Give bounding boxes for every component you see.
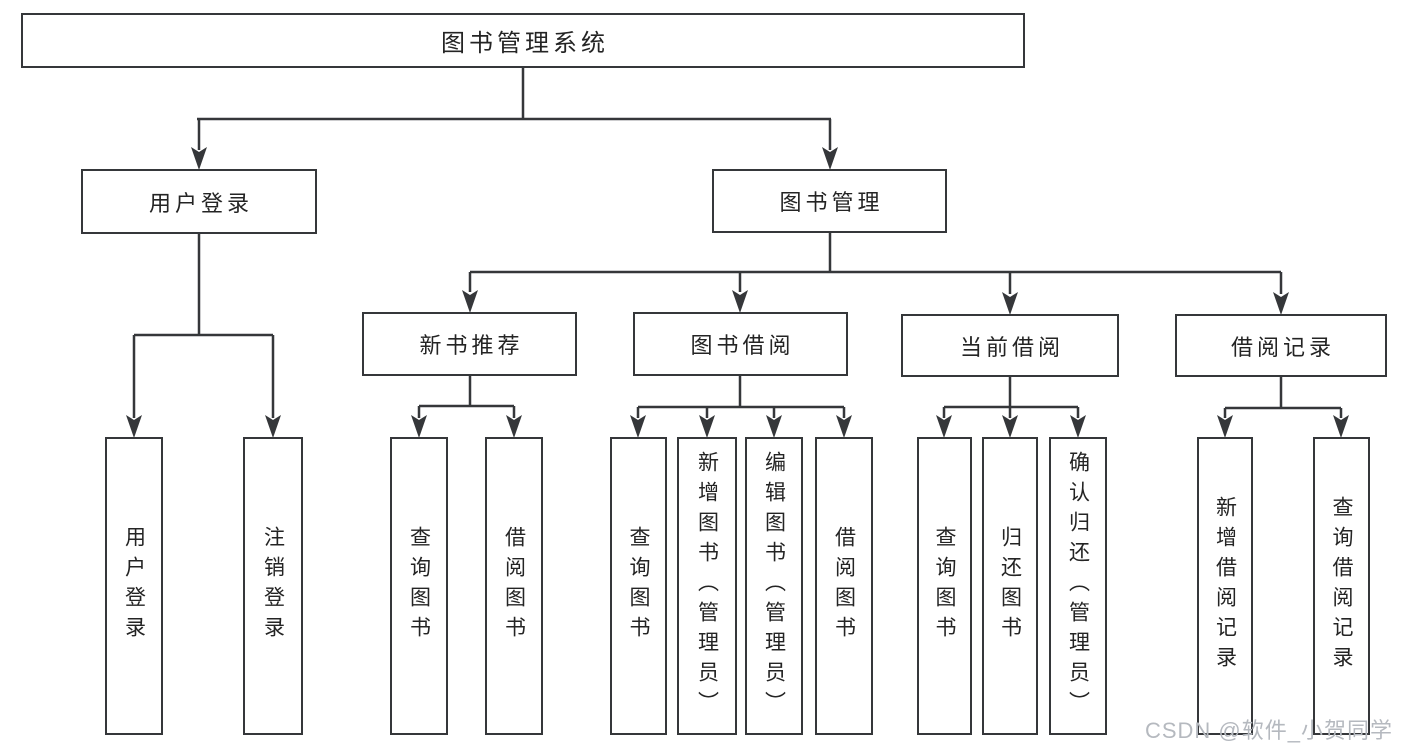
arrow-down-icon (822, 147, 838, 170)
arrow-down-icon (1273, 292, 1289, 315)
node-book-management: 图书管理 (712, 169, 947, 233)
arrow-down-icon (462, 290, 478, 313)
leaf-label: 确认归还（管理员） (1066, 451, 1090, 721)
arrow-down-icon (732, 290, 748, 313)
leaf-label: 借阅图书 (502, 526, 526, 646)
csdn-watermark: CSDN @软件_小贺同学 (1144, 718, 1393, 743)
leaf-label: 注销登录 (261, 526, 285, 646)
arrow-down-icon (191, 147, 207, 170)
arrow-down-icon (936, 415, 952, 438)
node-new-book-recommend: 新书推荐 (362, 312, 577, 376)
leaf-query-book: 查询图书 (390, 437, 448, 735)
leaf-user-login: 用户登录 (105, 437, 163, 735)
arrow-down-icon (630, 415, 646, 438)
node-user-login: 用户登录 (81, 169, 317, 234)
arrow-down-icon (1002, 292, 1018, 315)
arrow-down-icon (836, 415, 852, 438)
arrow-down-icon (126, 415, 142, 438)
arrow-down-icon (699, 415, 715, 438)
arrow-down-icon (265, 415, 281, 438)
leaf-label: 新增借阅记录 (1213, 496, 1237, 676)
arrow-down-icon (766, 415, 782, 438)
node-library-management-system: 图书管理系统 (21, 13, 1025, 68)
leaf-label: 查询借阅记录 (1330, 496, 1353, 676)
leaf-label: 借阅图书 (832, 526, 856, 646)
leaf-query-borrow-record: 查询借阅记录 (1313, 437, 1370, 735)
leaf-label: 查询图书 (407, 526, 431, 646)
leaf-add-borrow-record: 新增借阅记录 (1197, 437, 1253, 735)
leaf-confirm-return-admin: 确认归还（管理员） (1049, 437, 1107, 735)
leaf-add-book-admin: 新增图书（管理员） (677, 437, 737, 735)
arrowheads (126, 147, 1349, 438)
leaf-borrow-book: 借阅图书 (815, 437, 873, 735)
arrow-down-icon (411, 415, 427, 438)
arrow-down-icon (1333, 415, 1349, 438)
leaf-label: 查询图书 (627, 526, 650, 646)
node-borrowing-records: 借阅记录 (1175, 314, 1387, 377)
leaf-label: 编辑图书（管理员） (762, 451, 786, 721)
arrow-down-icon (1002, 415, 1018, 438)
connector-edges (132, 68, 1343, 418)
leaf-query-book: 查询图书 (610, 437, 667, 735)
leaf-edit-book-admin: 编辑图书（管理员） (745, 437, 803, 735)
leaf-label: 新增图书（管理员） (695, 451, 719, 721)
leaf-logout: 注销登录 (243, 437, 303, 735)
leaf-label: 用户登录 (122, 526, 146, 646)
arrow-down-icon (1070, 415, 1086, 438)
leaf-borrow-book: 借阅图书 (485, 437, 543, 735)
leaf-return-book: 归还图书 (982, 437, 1038, 735)
arrow-down-icon (506, 415, 522, 438)
leaf-label: 归还图书 (998, 526, 1022, 646)
node-current-borrowing: 当前借阅 (901, 314, 1119, 377)
leaf-query-book: 查询图书 (917, 437, 972, 735)
leaf-label: 查询图书 (933, 526, 956, 646)
node-book-borrowing: 图书借阅 (633, 312, 848, 376)
arrow-down-icon (1217, 415, 1233, 438)
